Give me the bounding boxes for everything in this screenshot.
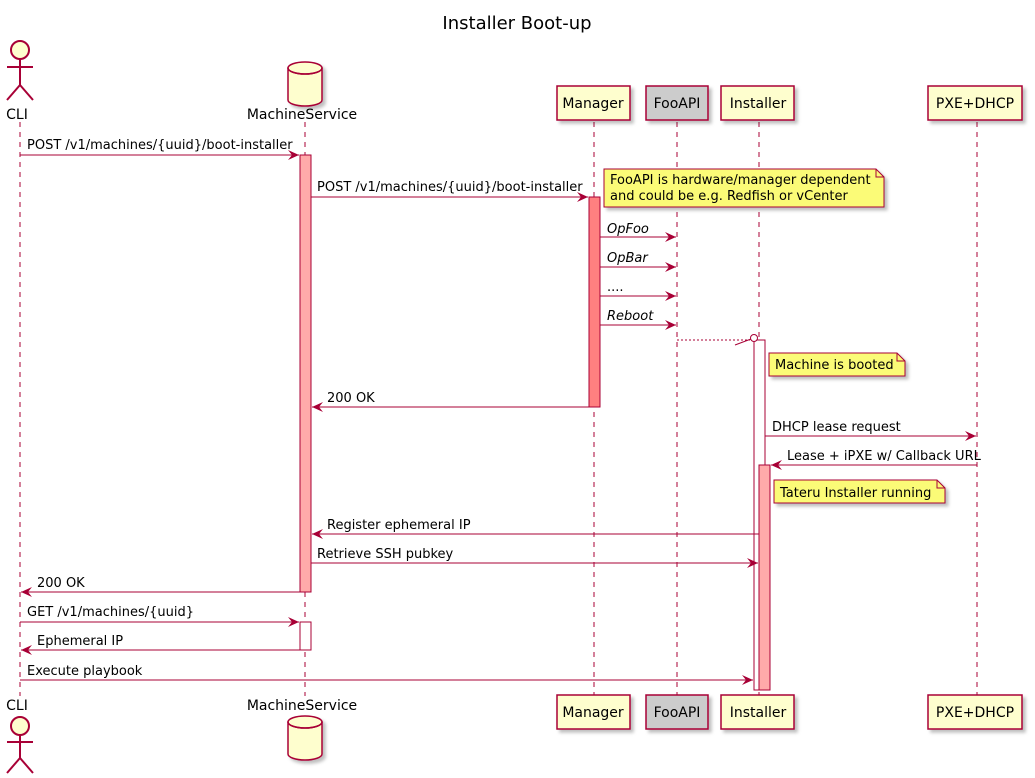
participant-cli-label-top: CLI [6,107,28,123]
diagram-title: Installer Boot-up [442,13,591,34]
participant-pxe-label-bottom: PXE+DHCP [936,705,1014,721]
message-label-14: Ephemeral IP [37,634,123,649]
activation-machineservice-2 [299,621,312,651]
participant-manager-box-top [556,85,631,121]
participant-installer-box-bottom [720,694,795,730]
message-label-9: Lease + iPXE w/ Callback URL [787,449,982,464]
actor-cli-bottom [6,716,34,774]
database-machineservice-bottom-rim [287,721,323,729]
message-label-13: GET /v1/machines/{uuid} [27,605,194,620]
message-label-6: Reboot [607,309,654,324]
message-label-8: DHCP lease request [772,420,901,435]
message-label-7: 200 OK [327,391,375,406]
activation-machineservice-1 [299,154,312,593]
database-machineservice-top-rim [287,67,323,75]
note-booted [768,352,906,377]
message-label-11: Retrieve SSH pubkey [317,547,454,562]
note-booted-text: Machine is booted [775,358,894,373]
message-label-5: .... [607,280,624,295]
database-machineservice-top [287,61,323,107]
note-running [773,479,946,504]
note-running-text: Tateru Installer running [779,486,931,501]
participant-installer-box-top [720,85,795,121]
participant-pxe-label-top: PXE+DHCP [936,96,1014,112]
activation-installer-2 [758,464,771,691]
note-fooapi-line1: FooAPI is hardware/manager dependent [610,173,871,188]
participant-pxe-box-bottom [927,694,1023,730]
participant-installer-label-top: Installer [730,96,787,112]
activation-manager [588,196,601,408]
participant-machineservice-label-top: MachineService [247,107,357,123]
participant-fooapi-label-top: FooAPI [654,96,701,112]
participant-cli-label-bottom: CLI [6,698,28,714]
actor-cli-top [6,40,34,101]
reboot-connector [677,334,758,346]
message-label-2: POST /v1/machines/{uuid}/boot-installer [317,180,583,195]
participant-fooapi-box-top [645,85,709,121]
message-label-15: Execute playbook [27,664,143,679]
message-label-3: OpFoo [607,222,649,237]
message-label-12: 200 OK [37,576,85,591]
message-label-1: POST /v1/machines/{uuid}/boot-installer [27,138,293,153]
participant-fooapi-label-bottom: FooAPI [654,705,701,721]
participant-manager-box-bottom [556,694,631,730]
participant-manager-label-top: Manager [562,96,624,112]
database-machineservice-bottom [287,715,323,761]
note-fooapi [603,168,885,208]
participant-manager-label-bottom: Manager [562,705,624,721]
participant-machineservice-label-bottom: MachineService [247,698,357,714]
message-label-10: Register ephemeral IP [327,518,471,533]
participant-fooapi-box-bottom [645,694,709,730]
participant-installer-label-bottom: Installer [730,705,787,721]
note-fooapi-line2: and could be e.g. Redfish or vCenter [610,189,849,204]
message-label-4: OpBar [607,251,649,266]
participant-pxe-box-top [927,85,1023,121]
